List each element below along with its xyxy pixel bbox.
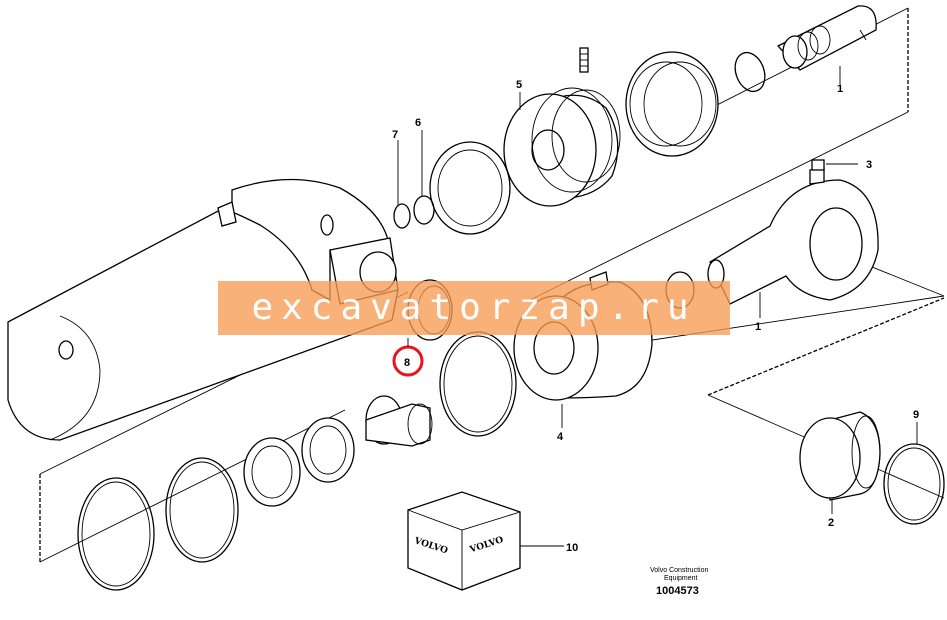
footer-drawing-number: 1004573 xyxy=(656,585,699,597)
watermark-text: excavatorzap.ru xyxy=(251,287,697,328)
piston-rod-eye xyxy=(707,167,879,305)
footer-company-line1: Volvo Construction xyxy=(650,567,708,574)
callout-7: 7 xyxy=(392,129,398,141)
callout-2: 2 xyxy=(828,517,834,529)
callout-1-top: 1 xyxy=(837,83,843,95)
o-ring-large xyxy=(439,331,517,437)
callout-10: 10 xyxy=(566,542,578,554)
footer-company-line2: Equipment xyxy=(664,575,698,582)
set-screw xyxy=(579,47,589,73)
grease-nipple xyxy=(811,159,858,171)
piston xyxy=(503,87,621,207)
o-ring-top xyxy=(734,51,766,93)
guide-ring xyxy=(625,51,719,157)
retaining-ring xyxy=(883,443,945,525)
callout-3: 3 xyxy=(866,159,872,171)
watermark-band xyxy=(218,281,730,335)
callout-5: 5 xyxy=(516,79,522,91)
seal-ring-6 xyxy=(429,141,511,235)
callout-1-rod: 1 xyxy=(755,321,761,333)
bushing xyxy=(365,395,433,447)
seal-kit-box xyxy=(407,491,521,591)
callout-8: 8 xyxy=(404,357,410,369)
leader-lines xyxy=(397,66,918,547)
ring-6 xyxy=(413,195,435,225)
bearing-bush xyxy=(799,411,881,501)
ring-lower-4 xyxy=(77,477,155,591)
callout-9: 9 xyxy=(913,409,919,421)
callout-6: 6 xyxy=(415,117,421,129)
ring-lower-3 xyxy=(165,457,239,563)
piston-rod-top xyxy=(776,5,877,71)
ring-lower-2 xyxy=(243,437,301,507)
callout-4: 4 xyxy=(557,431,564,443)
ring-7 xyxy=(393,203,411,229)
